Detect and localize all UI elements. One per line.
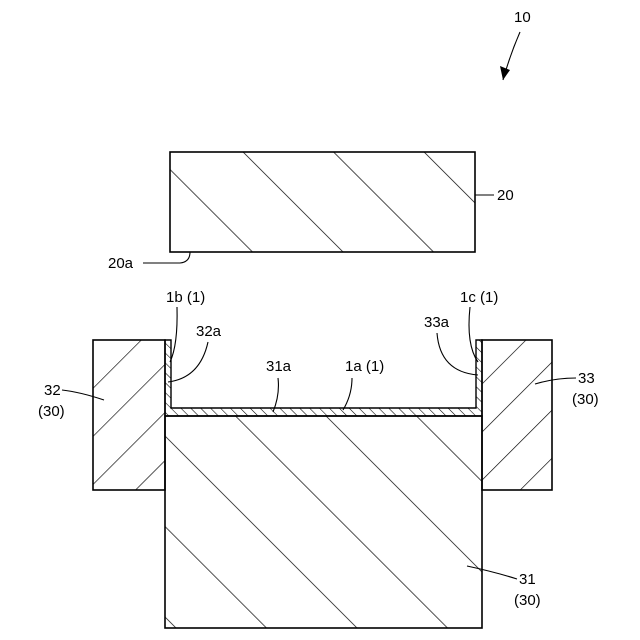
label-center-die-group: (30): [514, 592, 541, 609]
upper-die-20: [170, 152, 475, 252]
right-die-33: [482, 340, 552, 490]
label-left-die: 32: [44, 382, 61, 399]
label-center-die-surface: 31a: [266, 358, 292, 375]
film-1: [165, 340, 482, 416]
label-right-die: 33: [578, 370, 595, 387]
left-die-32: [93, 340, 165, 490]
assembly-label: 10: [514, 9, 531, 26]
label-left-die-group: (30): [38, 403, 65, 420]
center-die-31: [165, 416, 482, 628]
label-film-side-right: 1c (1): [460, 289, 498, 306]
label-right-die-group: (30): [572, 391, 599, 408]
assembly-arrow-head: [500, 66, 510, 80]
label-center-die: 31: [519, 571, 536, 588]
label-upper-die-surface: 20a: [108, 255, 134, 272]
label-upper-die: 20: [497, 187, 514, 204]
label-left-die-surface: 32a: [196, 323, 222, 340]
leader-right-die-surface: [437, 333, 478, 375]
label-right-die-surface: 33a: [424, 314, 450, 331]
leader-center-die-surface: [273, 378, 278, 412]
label-film-side-left: 1b (1): [166, 289, 205, 306]
label-film-bottom: 1a (1): [345, 358, 384, 375]
leader-upper-die-surface: [143, 252, 190, 263]
leader-film-bottom: [343, 378, 352, 410]
